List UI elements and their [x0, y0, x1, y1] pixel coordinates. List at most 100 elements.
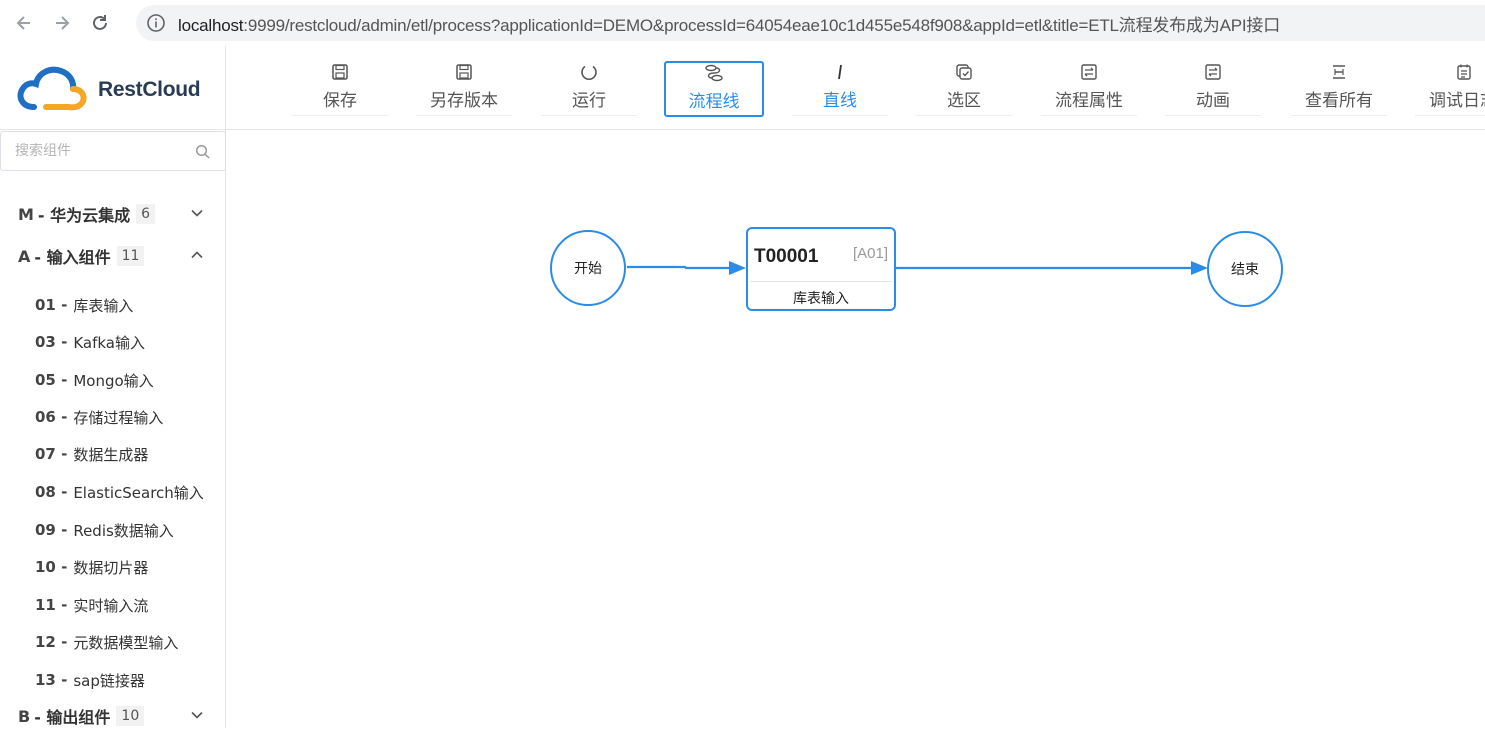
search-icon[interactable]: [195, 144, 211, 160]
reload-icon: [93, 15, 107, 30]
component-item-data-generator[interactable]: 07 - 数据生成器: [35, 441, 148, 467]
group-header-input[interactable]: A - 输入组件 11: [0, 240, 226, 272]
item-number: 08 -: [35, 483, 68, 501]
component-sidebar: M - 华为云集成 6 A - 输入组件 11 01 - 库表输入 03 - Kaf…: [0, 130, 226, 728]
task-id: T00001: [754, 246, 819, 267]
group-name: - 输入组件: [34, 248, 111, 267]
chevron-down-icon: [191, 209, 203, 217]
group-letter: M: [18, 204, 34, 224]
forward-button[interactable]: [44, 5, 80, 41]
toolbar-save-button[interactable]: 保存: [292, 62, 388, 116]
item-label: 数据切片器: [73, 558, 149, 577]
toolbar-properties-button[interactable]: 流程属性: [1041, 62, 1137, 116]
item-number: 12 -: [35, 633, 68, 651]
properties-icon: [1080, 62, 1098, 82]
end-node-label: 结束: [1231, 262, 1259, 278]
toolbar-view-all-button[interactable]: 查看所有: [1291, 62, 1387, 116]
item-label: 实时输入流: [73, 596, 149, 615]
search-input[interactable]: [15, 143, 185, 159]
item-label: ElasticSearch输入: [73, 483, 204, 502]
toolbar-animation-button[interactable]: 动画: [1165, 62, 1261, 116]
start-node[interactable]: 开始: [550, 230, 626, 306]
edge-start-to-task[interactable]: [627, 261, 746, 275]
component-item-sap-connector[interactable]: 13 - sap链接器: [35, 667, 145, 693]
toolbar-run-button[interactable]: 运行: [541, 62, 637, 116]
component-item-mongo-input[interactable]: 05 - Mongo输入: [35, 367, 154, 393]
url-text: localhost:9999/restcloud/admin/etl/proce…: [178, 11, 1280, 36]
group-header-output[interactable]: B - 输出组件 10: [0, 700, 226, 732]
task-divider: [750, 281, 892, 282]
reload-button[interactable]: [82, 5, 118, 41]
debug-log-icon: [1455, 62, 1473, 82]
group-count-badge: 11: [116, 246, 145, 266]
toolbar-selection-button[interactable]: 选区: [916, 62, 1012, 116]
group-letter: A: [18, 246, 31, 266]
task-type: 库表输入: [793, 291, 849, 307]
view-all-icon: [1330, 62, 1348, 82]
browser-toolbar: localhost:9999/restcloud/admin/etl/proce…: [0, 0, 1485, 46]
item-label: Mongo输入: [73, 371, 154, 390]
item-number: 10 -: [35, 558, 68, 576]
group-count-badge: 10: [116, 706, 145, 726]
component-item-procedure-input[interactable]: 06 -存储过程输入: [35, 404, 163, 430]
app-header: RestCloud 保存 另存版本 运行 流程线 直线 选区 流程属性 动画 查…: [0, 46, 1485, 130]
item-number: 13 -: [35, 671, 68, 689]
edge-task-to-end[interactable]: [896, 261, 1208, 275]
item-number: 05 -: [35, 371, 68, 389]
flow-line-icon: [703, 63, 725, 83]
arrow-left-icon: [16, 16, 30, 30]
item-label: Kafka输入: [73, 333, 145, 352]
toolbar-debug-log-button[interactable]: 调试日志: [1415, 62, 1485, 116]
save-icon: [331, 62, 349, 82]
component-item-kafka-input[interactable]: 03 - Kafka输入: [35, 329, 145, 355]
task-tag: [A01]: [852, 245, 888, 262]
url-host: localhost: [178, 15, 244, 35]
animation-icon: [1204, 62, 1222, 82]
group-name: - 输出组件: [34, 708, 111, 727]
component-item-redis-input[interactable]: 09 - Redis数据输入: [35, 517, 174, 543]
save-as-icon: [455, 62, 473, 82]
item-number: 11 -: [35, 596, 68, 614]
toolbar-label: 流程属性: [1055, 91, 1123, 111]
toolbar-save-as-button[interactable]: 另存版本: [416, 62, 512, 116]
group-count-badge: 6: [136, 204, 156, 224]
component-item-elasticsearch-input[interactable]: 08 - ElasticSearch输入: [35, 479, 204, 505]
toolbar-label: 流程线: [688, 92, 740, 112]
component-item-data-slicer[interactable]: 10 - 数据切片器: [35, 554, 148, 580]
info-icon: [147, 14, 165, 32]
selection-icon: [955, 62, 973, 82]
item-label: 存储过程输入: [73, 408, 164, 427]
toolbar-label: 动画: [1196, 91, 1230, 111]
toolbar-label: 查看所有: [1305, 91, 1373, 111]
back-button[interactable]: [6, 5, 42, 41]
component-item-metadata-model-input[interactable]: 12 -元数据模型输入: [35, 629, 178, 655]
item-label: Redis数据输入: [73, 521, 174, 540]
process-canvas[interactable]: 开始 T00001 [A01] 库表输入 结束: [227, 131, 1485, 728]
item-label: 库表输入: [73, 296, 134, 315]
group-header-huawei[interactable]: M - 华为云集成 6: [0, 198, 226, 230]
toolbar-straight-line-button[interactable]: 直线: [792, 62, 888, 116]
arrow-right-icon: [56, 16, 70, 30]
logo-text: RestCloud: [98, 78, 201, 101]
cloud-logo-icon: [17, 66, 87, 111]
item-label: 数据生成器: [73, 445, 149, 464]
url-path: :9999/restcloud/admin/etl/process?applic…: [243, 15, 1280, 35]
toolbar-label: 选区: [947, 91, 981, 111]
component-item-table-input[interactable]: 01 - 库表输入: [35, 292, 133, 318]
item-number: 03 -: [35, 333, 68, 351]
item-label: sap链接器: [73, 671, 145, 690]
toolbar-flow-line-button[interactable]: 流程线: [664, 61, 764, 117]
toolbar-label: 运行: [572, 91, 606, 111]
end-node[interactable]: 结束: [1207, 231, 1283, 307]
item-number: 07 -: [35, 445, 68, 463]
address-bar[interactable]: localhost:9999/restcloud/admin/etl/proce…: [136, 5, 1485, 41]
toolbar-label: 另存版本: [430, 91, 498, 111]
item-number: 01 -: [35, 296, 68, 314]
toolbar-label: 保存: [323, 91, 357, 111]
component-item-realtime-stream[interactable]: 11 - 实时输入流: [35, 592, 148, 618]
chevron-up-icon: [191, 251, 203, 259]
group-letter: B: [18, 706, 31, 726]
task-node[interactable]: T00001 [A01] 库表输入: [746, 227, 896, 311]
logo: RestCloud: [0, 46, 226, 130]
item-number: 09 -: [35, 521, 68, 539]
